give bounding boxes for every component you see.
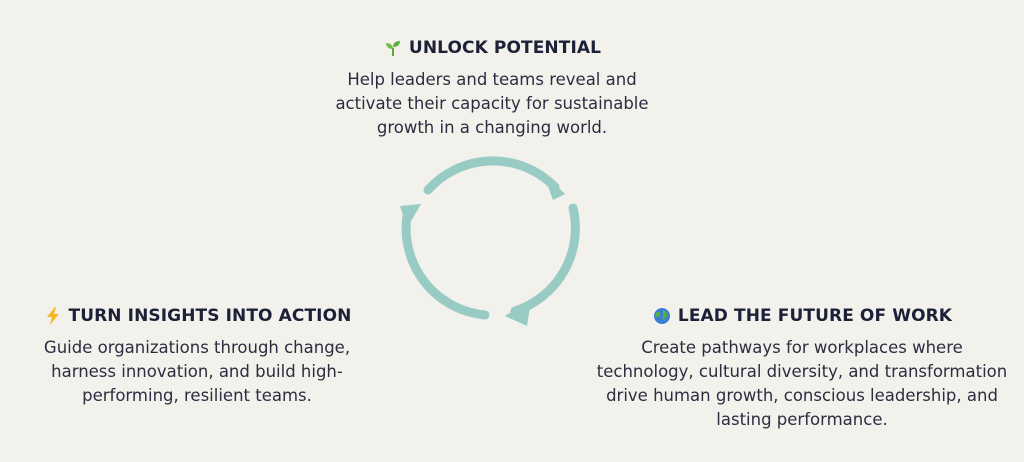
- unlock-potential-block: UNLOCK POTENTIAL Help leaders and teams …: [322, 38, 662, 140]
- globe-icon: [652, 306, 672, 326]
- description-line: lasting performance.: [716, 410, 888, 429]
- lead-future-description: Create pathways for workplaces where tec…: [582, 336, 1022, 432]
- lightning-icon: [43, 306, 63, 326]
- turn-insights-heading: TURN INSIGHTS INTO ACTION: [20, 306, 374, 326]
- description-line: performing, resilient teams.: [82, 386, 312, 405]
- turn-insights-title: TURN INSIGHTS INTO ACTION: [68, 306, 352, 326]
- cycle-arrow-top: [423, 156, 560, 195]
- seedling-icon: [383, 38, 403, 58]
- cycle-arrowhead-left: [400, 204, 421, 228]
- description-line: Guide organizations through change,: [43, 338, 351, 357]
- cycle-arrow-left: [401, 211, 490, 320]
- lead-future-block: LEAD THE FUTURE OF WORK Create pathways …: [582, 306, 1022, 432]
- description-line: Create pathways for workplaces where: [641, 338, 963, 357]
- lead-future-heading: LEAD THE FUTURE OF WORK: [582, 306, 1022, 326]
- turn-insights-description: Guide organizations through change, harn…: [20, 336, 374, 408]
- turn-insights-block: TURN INSIGHTS INTO ACTION Guide organiza…: [20, 306, 374, 408]
- cycle-arrows-diagram: [400, 156, 580, 326]
- description-line: growth in a changing world.: [376, 118, 608, 137]
- unlock-potential-heading: UNLOCK POTENTIAL: [322, 38, 662, 58]
- lead-future-title: LEAD THE FUTURE OF WORK: [677, 306, 953, 326]
- description-line: technology, cultural diversity, and tran…: [596, 362, 1008, 381]
- cycle-arrow-right: [510, 203, 580, 316]
- description-line: harness innovation, and build high-: [51, 362, 343, 381]
- cycle-arrowhead-right: [505, 300, 531, 326]
- description-line: Help leaders and teams reveal and: [347, 70, 637, 89]
- cycle-arrowhead-top: [543, 172, 565, 200]
- unlock-potential-description: Help leaders and teams reveal and activa…: [322, 68, 662, 140]
- unlock-potential-title: UNLOCK POTENTIAL: [408, 38, 602, 58]
- description-line: activate their capacity for sustainable: [335, 94, 649, 113]
- description-line: drive human growth, conscious leadership…: [606, 386, 998, 405]
